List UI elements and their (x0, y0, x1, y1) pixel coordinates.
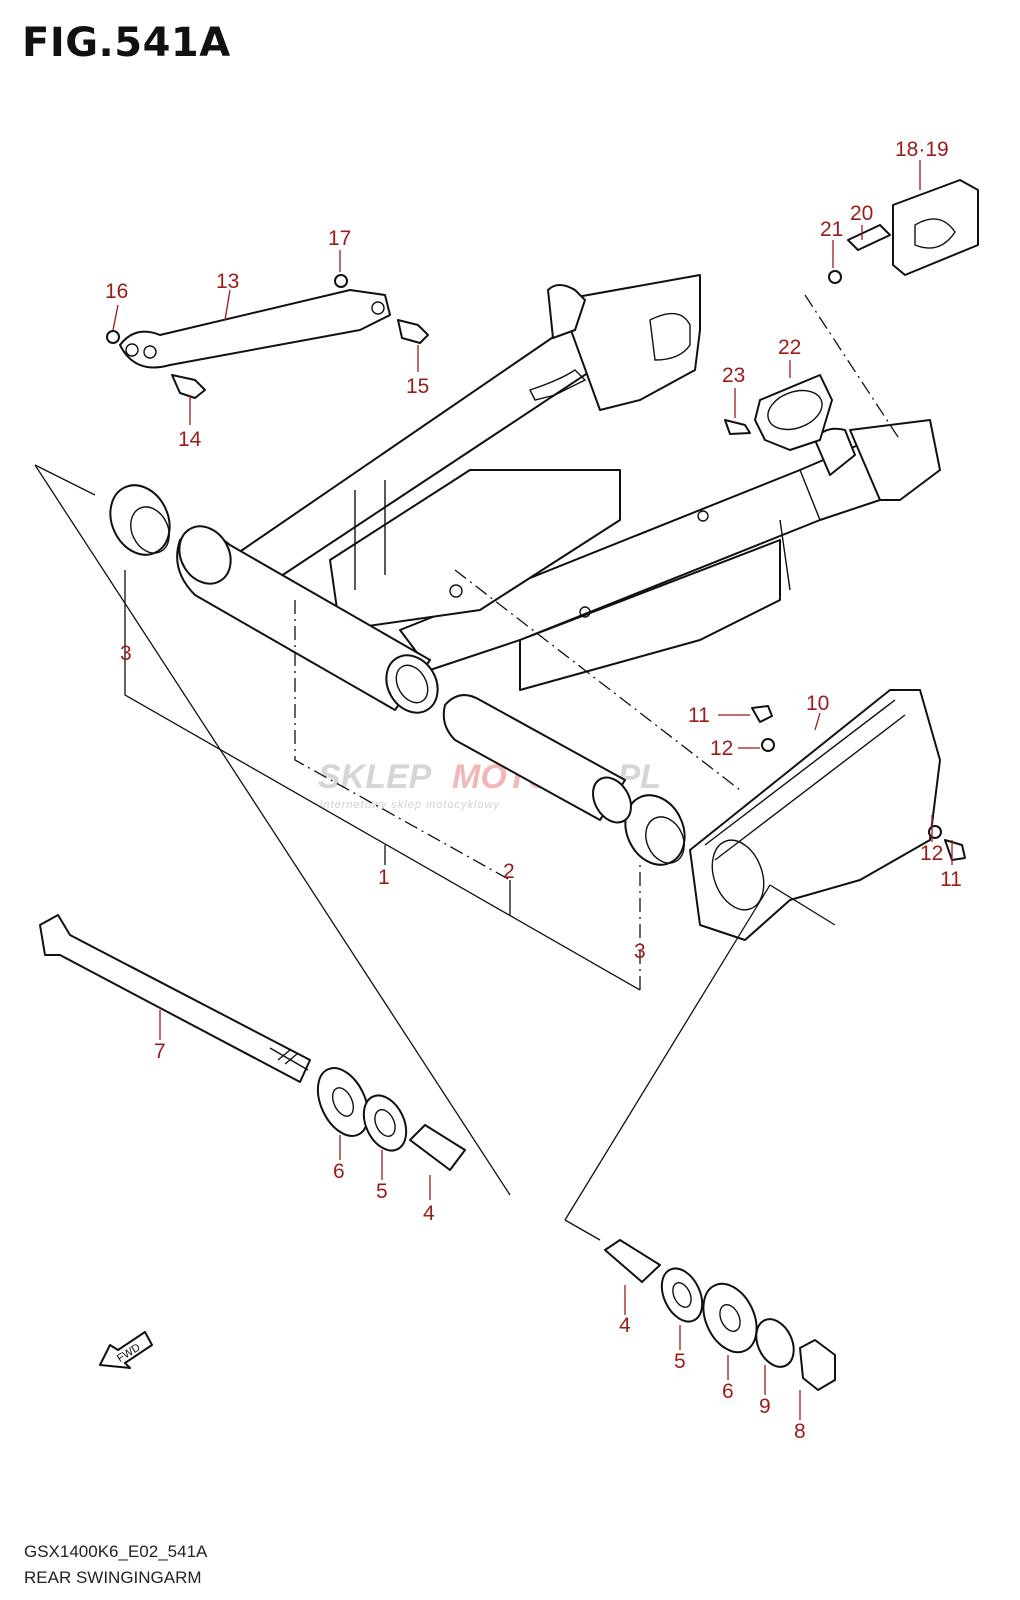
callout-20: 20 (850, 202, 873, 225)
callout-2: 2 (503, 860, 515, 883)
swingarm (176, 274, 941, 714)
callout-12-top: 12 (710, 737, 733, 760)
callout-16: 16 (105, 280, 128, 303)
callout-22: 22 (778, 336, 801, 359)
callout-5-right: 5 (674, 1350, 686, 1373)
callout-4-right: 4 (619, 1314, 631, 1337)
hardware (39, 179, 979, 1391)
callout-3-right: 3 (634, 940, 646, 963)
diagram-caption: REAR SWINGINGARM (24, 1568, 202, 1587)
fwd-arrow: FWD (99, 1331, 153, 1369)
callout-10: 10 (806, 692, 829, 715)
watermark-tagline: internetowy sklep motocyklowy (320, 799, 501, 811)
callout-6-right: 6 (722, 1380, 734, 1403)
callout-9: 9 (759, 1395, 771, 1418)
callout-5-left: 5 (376, 1180, 388, 1203)
callout-4-left: 4 (423, 1202, 435, 1225)
figure-title: FIG.541A (22, 20, 231, 66)
watermark-part1: SKLEP (318, 758, 432, 796)
callout-8: 8 (794, 1420, 806, 1443)
callout-11-bottom: 11 (940, 868, 962, 891)
callout-13: 13 (216, 270, 239, 293)
callout-17: 17 (328, 227, 351, 250)
callout-1: 1 (378, 866, 390, 889)
callout-6-left: 6 (333, 1160, 345, 1183)
callout-23: 23 (722, 364, 745, 387)
callout-21: 21 (820, 218, 843, 241)
callout-14: 14 (178, 428, 202, 451)
callouts: 1 2 3 3 4 4 5 5 6 6 7 8 9 10 11 11 12 12… (105, 138, 962, 1443)
callout-3-left: 3 (120, 642, 132, 665)
callout-18-19: 18·19 (895, 138, 949, 161)
leader-lines (34, 160, 953, 1420)
callout-11-top: 11 (688, 704, 710, 727)
callout-7: 7 (154, 1040, 166, 1063)
callout-12-bottom: 12 (920, 842, 943, 865)
callout-15: 15 (406, 375, 429, 398)
model-code: GSX1400K6_E02_541A (24, 1542, 208, 1561)
